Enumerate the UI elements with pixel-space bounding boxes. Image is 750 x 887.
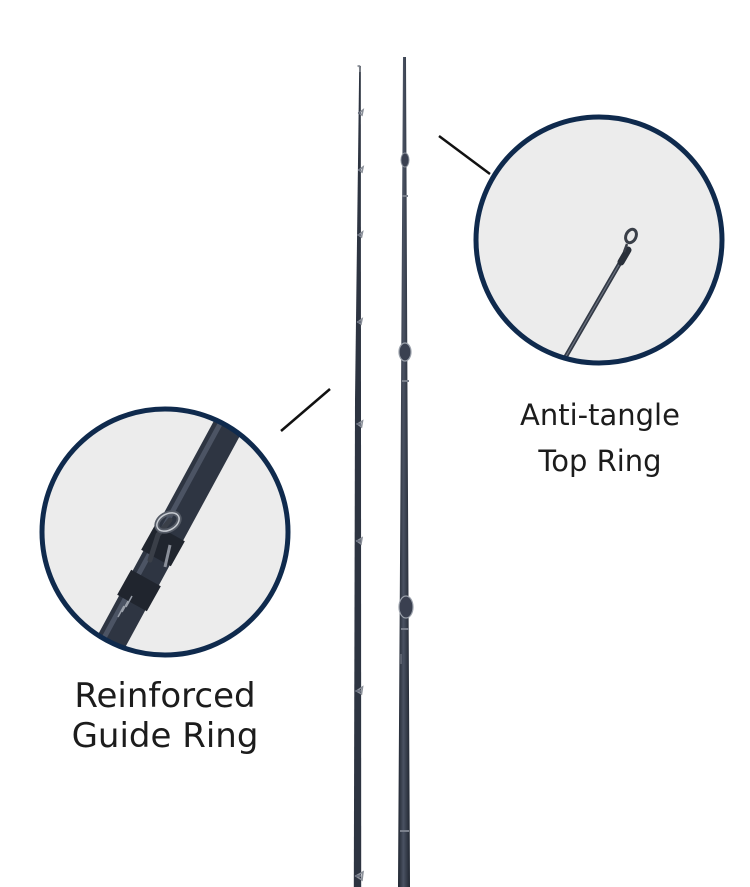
rod-tip-section — [353, 65, 365, 887]
guide-ring-zoom-circle — [39, 406, 291, 658]
top-ring-label-line1: Anti-tangle — [520, 398, 680, 432]
top-ring-pointer-line — [438, 134, 491, 176]
rod-main-section — [398, 57, 414, 887]
guide-ring-label: Reinforced Guide Ring — [40, 676, 290, 756]
guide-ring-pointer-line — [280, 388, 331, 432]
top-ring-label: Anti-tangle Top Ring — [490, 392, 710, 484]
guide-ring-label-line1: Reinforced — [74, 676, 256, 716]
guide-ring-label-line2: Guide Ring — [71, 716, 259, 756]
top-ring-zoom-circle — [473, 114, 725, 366]
top-ring-label-line2: Top Ring — [538, 444, 662, 478]
main-guides — [398, 152, 414, 619]
